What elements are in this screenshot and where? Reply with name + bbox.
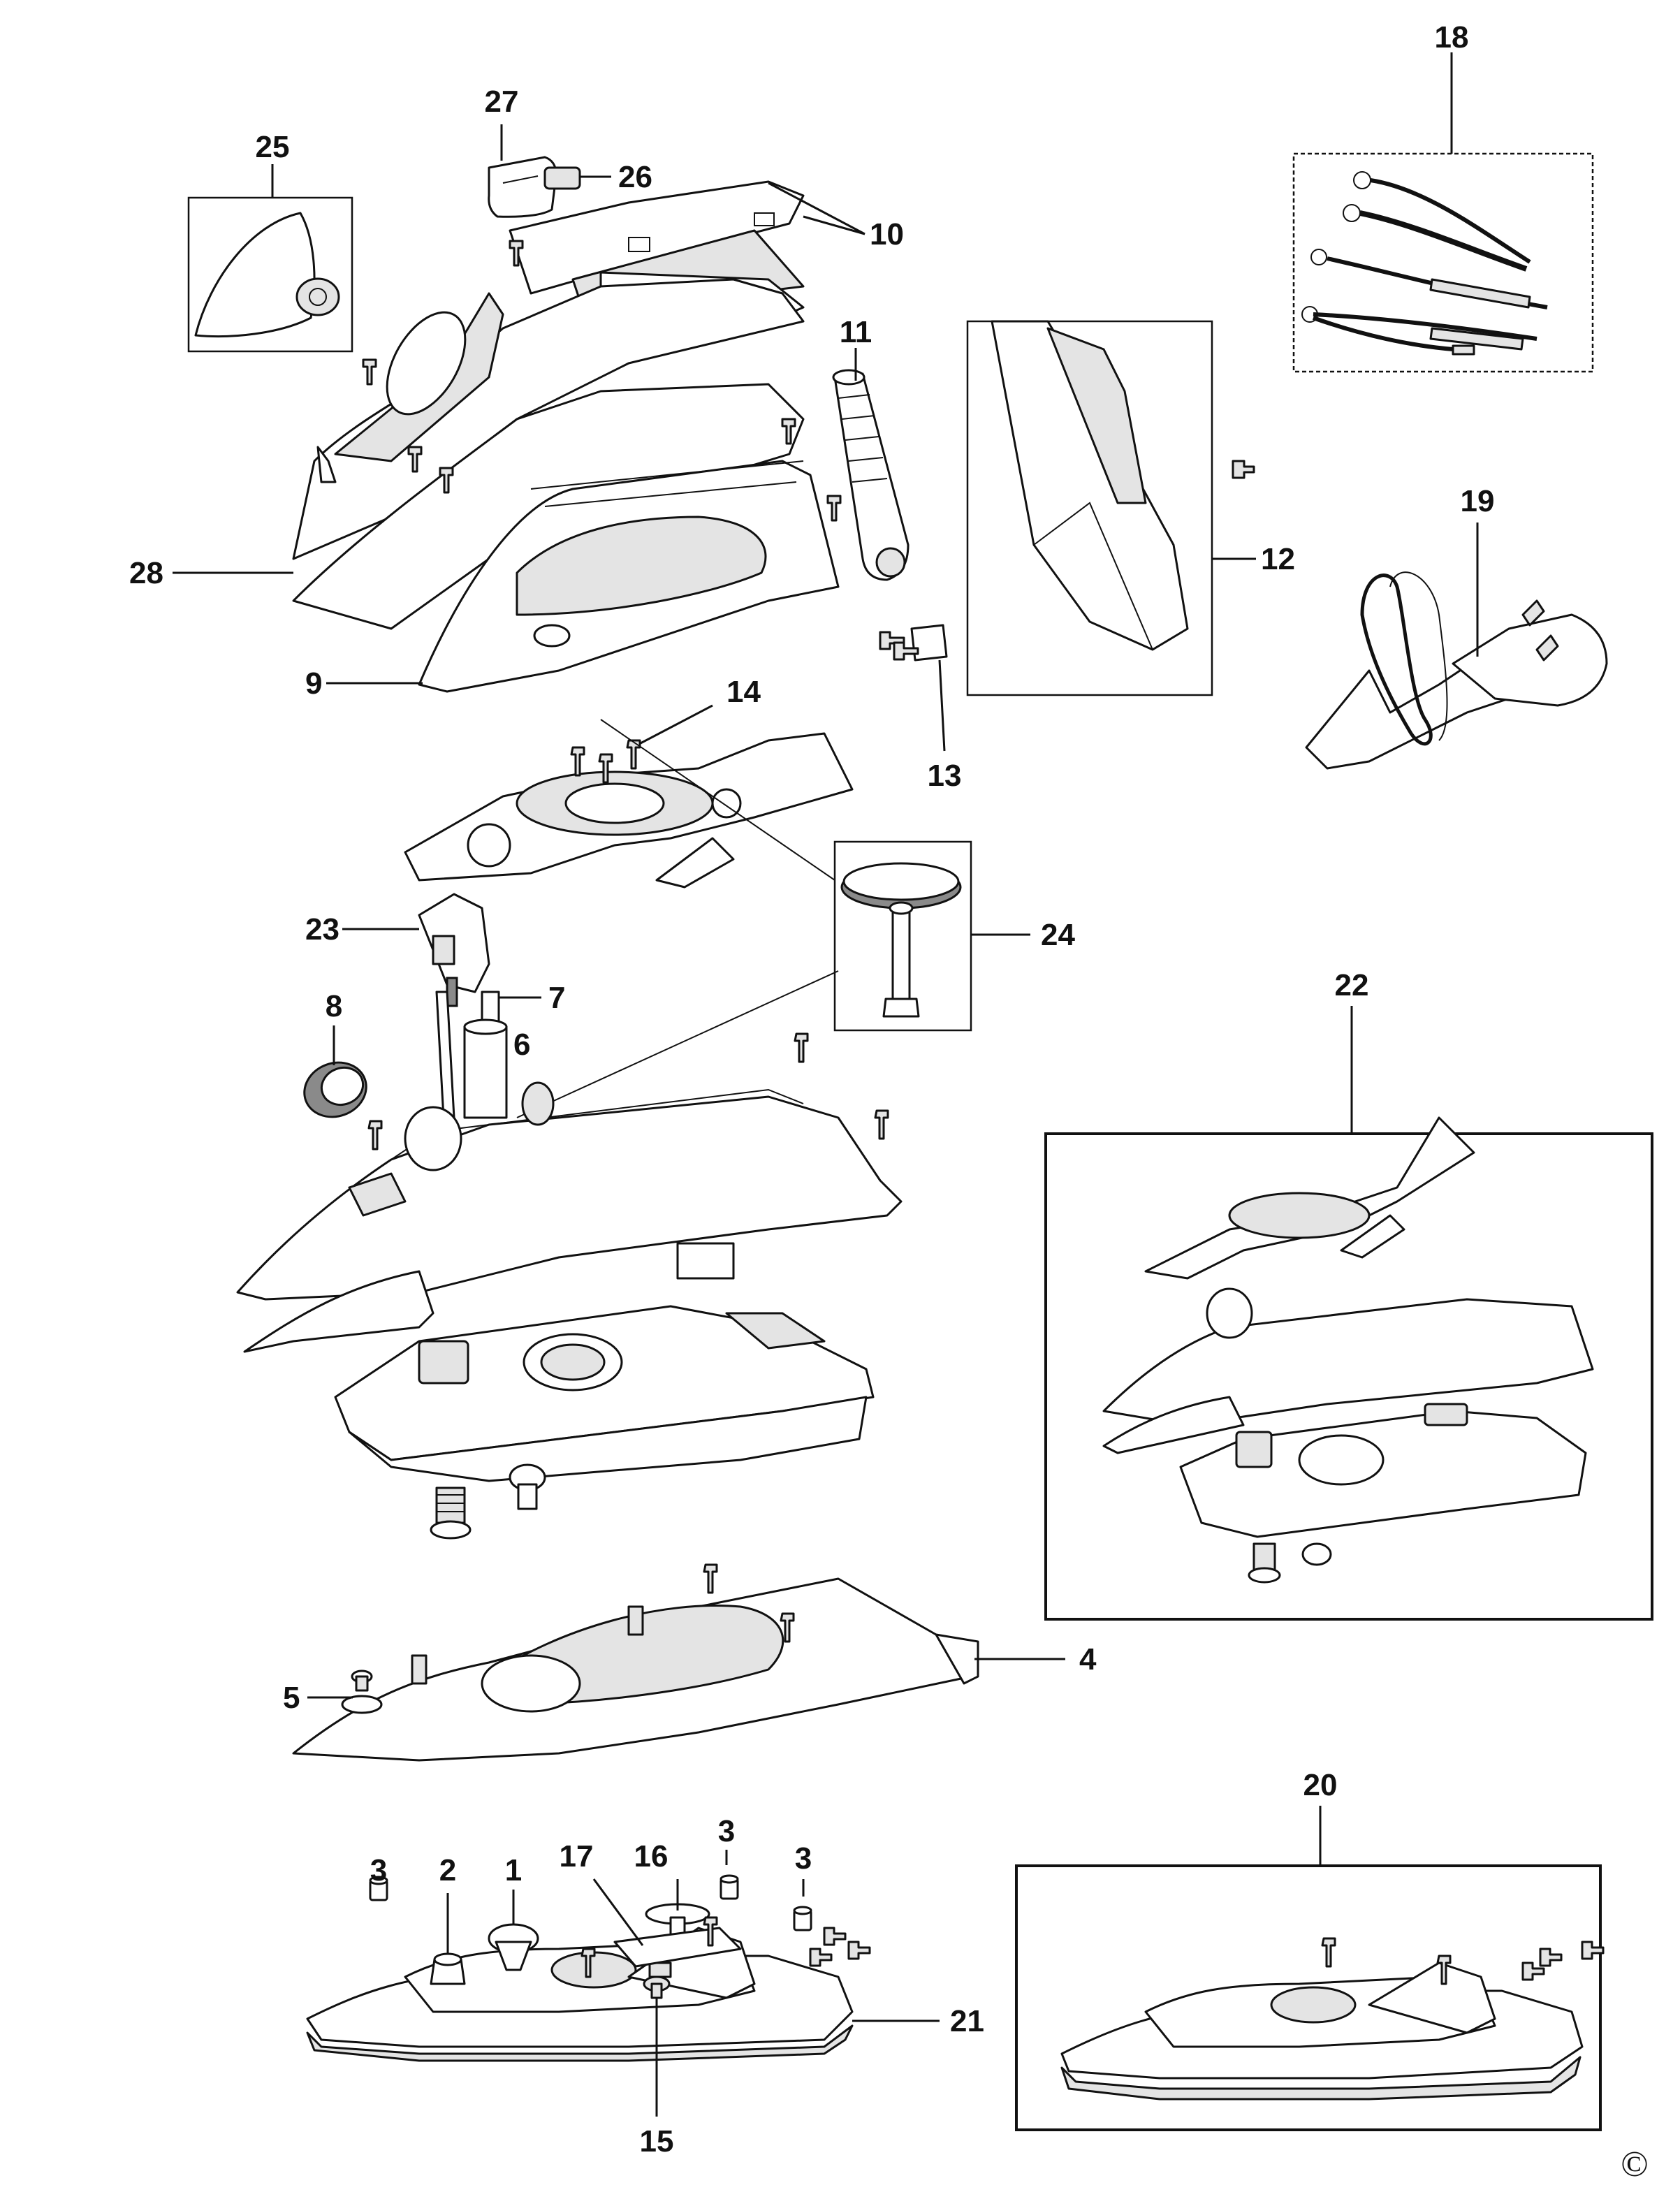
label-9: 9 — [305, 666, 322, 701]
part-24-frame — [833, 840, 972, 1032]
handle-screws — [362, 240, 842, 522]
part-9-handle-shell — [292, 383, 840, 693]
label-3c: 3 — [795, 1841, 812, 1876]
label-15: 15 — [640, 2124, 674, 2158]
part-23-rod — [435, 991, 455, 1119]
part-27-button — [488, 156, 557, 218]
part-24-guide-line — [600, 719, 835, 881]
label-28: 28 — [129, 556, 163, 590]
label-3a: 3 — [370, 1853, 387, 1887]
label-25: 25 — [256, 130, 290, 164]
part-21-soleplate — [306, 1927, 854, 2062]
label-14: 14 — [726, 675, 761, 709]
label-8: 8 — [326, 989, 342, 1023]
part-3-bush-a — [369, 1876, 388, 1901]
part-6-cylinder — [463, 1018, 508, 1119]
label-4: 4 — [1079, 1642, 1097, 1676]
part-14-top-plate — [404, 732, 854, 889]
part-8-seal-ring — [303, 1061, 367, 1118]
label-5: 5 — [283, 1681, 300, 1715]
part-13-bracket — [879, 624, 948, 662]
part-24-guide-line-lower — [516, 970, 839, 1118]
part-25-cover — [194, 212, 340, 338]
label-11: 11 — [840, 315, 872, 349]
label-12: 12 — [1261, 542, 1295, 576]
label-22: 22 — [1335, 968, 1369, 1002]
part-24-knob — [840, 862, 962, 1018]
label-27: 27 — [485, 85, 519, 119]
part-5-screw — [341, 1670, 383, 1714]
part-20-assembly — [1060, 1937, 1605, 2101]
part-26-clip — [543, 166, 581, 190]
label-18: 18 — [1435, 20, 1469, 54]
label-24: 24 — [1041, 918, 1075, 952]
part-18-frame — [1292, 152, 1594, 373]
part-28-upper-cover — [292, 278, 805, 560]
part-12-frame — [966, 320, 1213, 696]
label-1: 1 — [505, 1853, 522, 1887]
part-12-screw — [1232, 460, 1255, 479]
part-22-assembly — [1102, 1116, 1594, 1584]
part-19-power-cord — [1305, 571, 1608, 770]
part-4-base-housing — [292, 1563, 979, 1762]
label-3b: 3 — [718, 1814, 735, 1848]
water-tank — [334, 1242, 875, 1482]
part-2-valve — [430, 1952, 466, 1985]
copyright-mark: © — [1621, 2145, 1649, 2184]
label-13: 13 — [928, 759, 962, 793]
part-20-frame — [1015, 1864, 1602, 2131]
part-17-bracket — [580, 1916, 742, 1978]
leader-lines — [173, 52, 1479, 2117]
label-20: 20 — [1303, 1768, 1338, 1802]
part-18-wire-harness — [1301, 171, 1548, 356]
label-16: 16 — [634, 1839, 669, 1873]
label-10: 10 — [870, 217, 904, 251]
part-22-frame — [1044, 1132, 1653, 1621]
label-19: 19 — [1461, 484, 1495, 518]
label-7: 7 — [548, 981, 565, 1015]
part-1-nozzle — [488, 1923, 539, 1971]
label-6: 6 — [513, 1028, 530, 1062]
upper-housing — [236, 1032, 903, 1353]
tank-spring-parts — [430, 1463, 546, 1540]
soleplate-screws — [809, 1927, 871, 1967]
part-25-frame — [187, 196, 353, 353]
part-3-bush-b — [720, 1874, 739, 1900]
label-26: 26 — [618, 160, 652, 194]
label-2: 2 — [439, 1853, 456, 1887]
part-12-side-cover — [991, 320, 1189, 651]
part-3-bush-c — [793, 1906, 812, 1931]
label-23: 23 — [305, 912, 339, 947]
label-21: 21 — [950, 2004, 984, 2038]
part-23-valve — [418, 893, 490, 1007]
part-11-cord-protector — [832, 369, 910, 581]
label-17: 17 — [560, 1839, 594, 1873]
